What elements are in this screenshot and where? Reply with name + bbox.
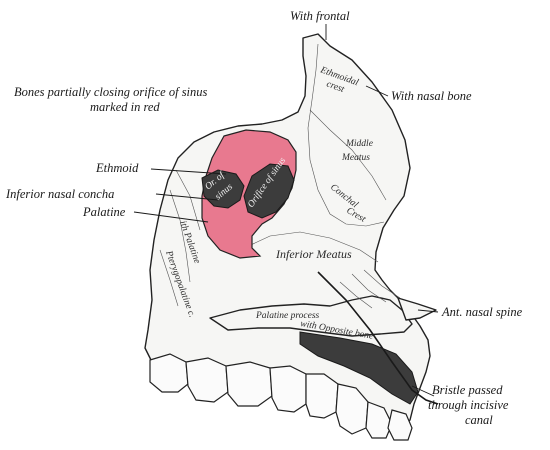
label-middle-meatus-1: Middle xyxy=(345,139,373,149)
leader-with-nasal-bone xyxy=(365,85,389,97)
label-palatine-process: Palatine process xyxy=(255,311,320,321)
leader-palatine xyxy=(133,211,209,223)
sinus-orifice-region xyxy=(201,129,297,259)
inferior-meatus-curve xyxy=(239,231,379,263)
incisor-central xyxy=(387,409,413,441)
label-inferior-nasal-concha: Inferior nasal concha xyxy=(5,187,114,201)
label-with-nasal-bone: With nasal bone xyxy=(391,89,472,103)
label-bones-partially-closing-2: marked in red xyxy=(90,100,160,114)
premolar-2 xyxy=(305,373,339,419)
label-bristle-3: canal xyxy=(465,413,493,427)
palate-underside-shadow xyxy=(299,331,419,405)
label-middle-meatus-2: Meatus xyxy=(341,153,370,163)
nasal-spine-texture xyxy=(339,269,401,309)
incisor-lateral xyxy=(365,401,393,439)
label-palatine: Palatine xyxy=(82,205,126,219)
label-with-frontal: With frontal xyxy=(290,9,350,23)
leader-lines xyxy=(133,24,439,397)
orifice-of-sinus-right xyxy=(243,163,295,219)
label-bristle-2: through incisive xyxy=(428,398,509,412)
canine xyxy=(335,383,369,435)
frontal-process-edge xyxy=(307,43,385,227)
molar-3 xyxy=(225,361,273,407)
leader-inferior-nasal-concha xyxy=(155,193,219,201)
label-bristle-1: Bristle passed xyxy=(432,383,503,397)
premolar-1 xyxy=(269,365,307,413)
leader-ethmoid xyxy=(150,168,227,175)
leader-bristle xyxy=(411,385,435,397)
nasal-surface-line xyxy=(309,109,387,201)
label-inferior-meatus: Inferior Meatus xyxy=(275,247,352,261)
bristle-line xyxy=(317,271,439,405)
teeth-row xyxy=(149,353,413,441)
tuberosity-texture xyxy=(159,169,201,307)
molar-2 xyxy=(185,357,229,403)
molar-1 xyxy=(149,353,189,393)
anterior-nasal-spine xyxy=(397,297,437,321)
maxilla-bone xyxy=(144,33,437,429)
label-ant-nasal-spine: Ant. nasal spine xyxy=(441,305,523,319)
leader-ant-nasal-spine xyxy=(417,309,439,313)
label-bones-partially-closing-1: Bones partially closing orifice of sinus xyxy=(14,85,208,99)
label-ethmoid: Ethmoid xyxy=(95,161,139,175)
